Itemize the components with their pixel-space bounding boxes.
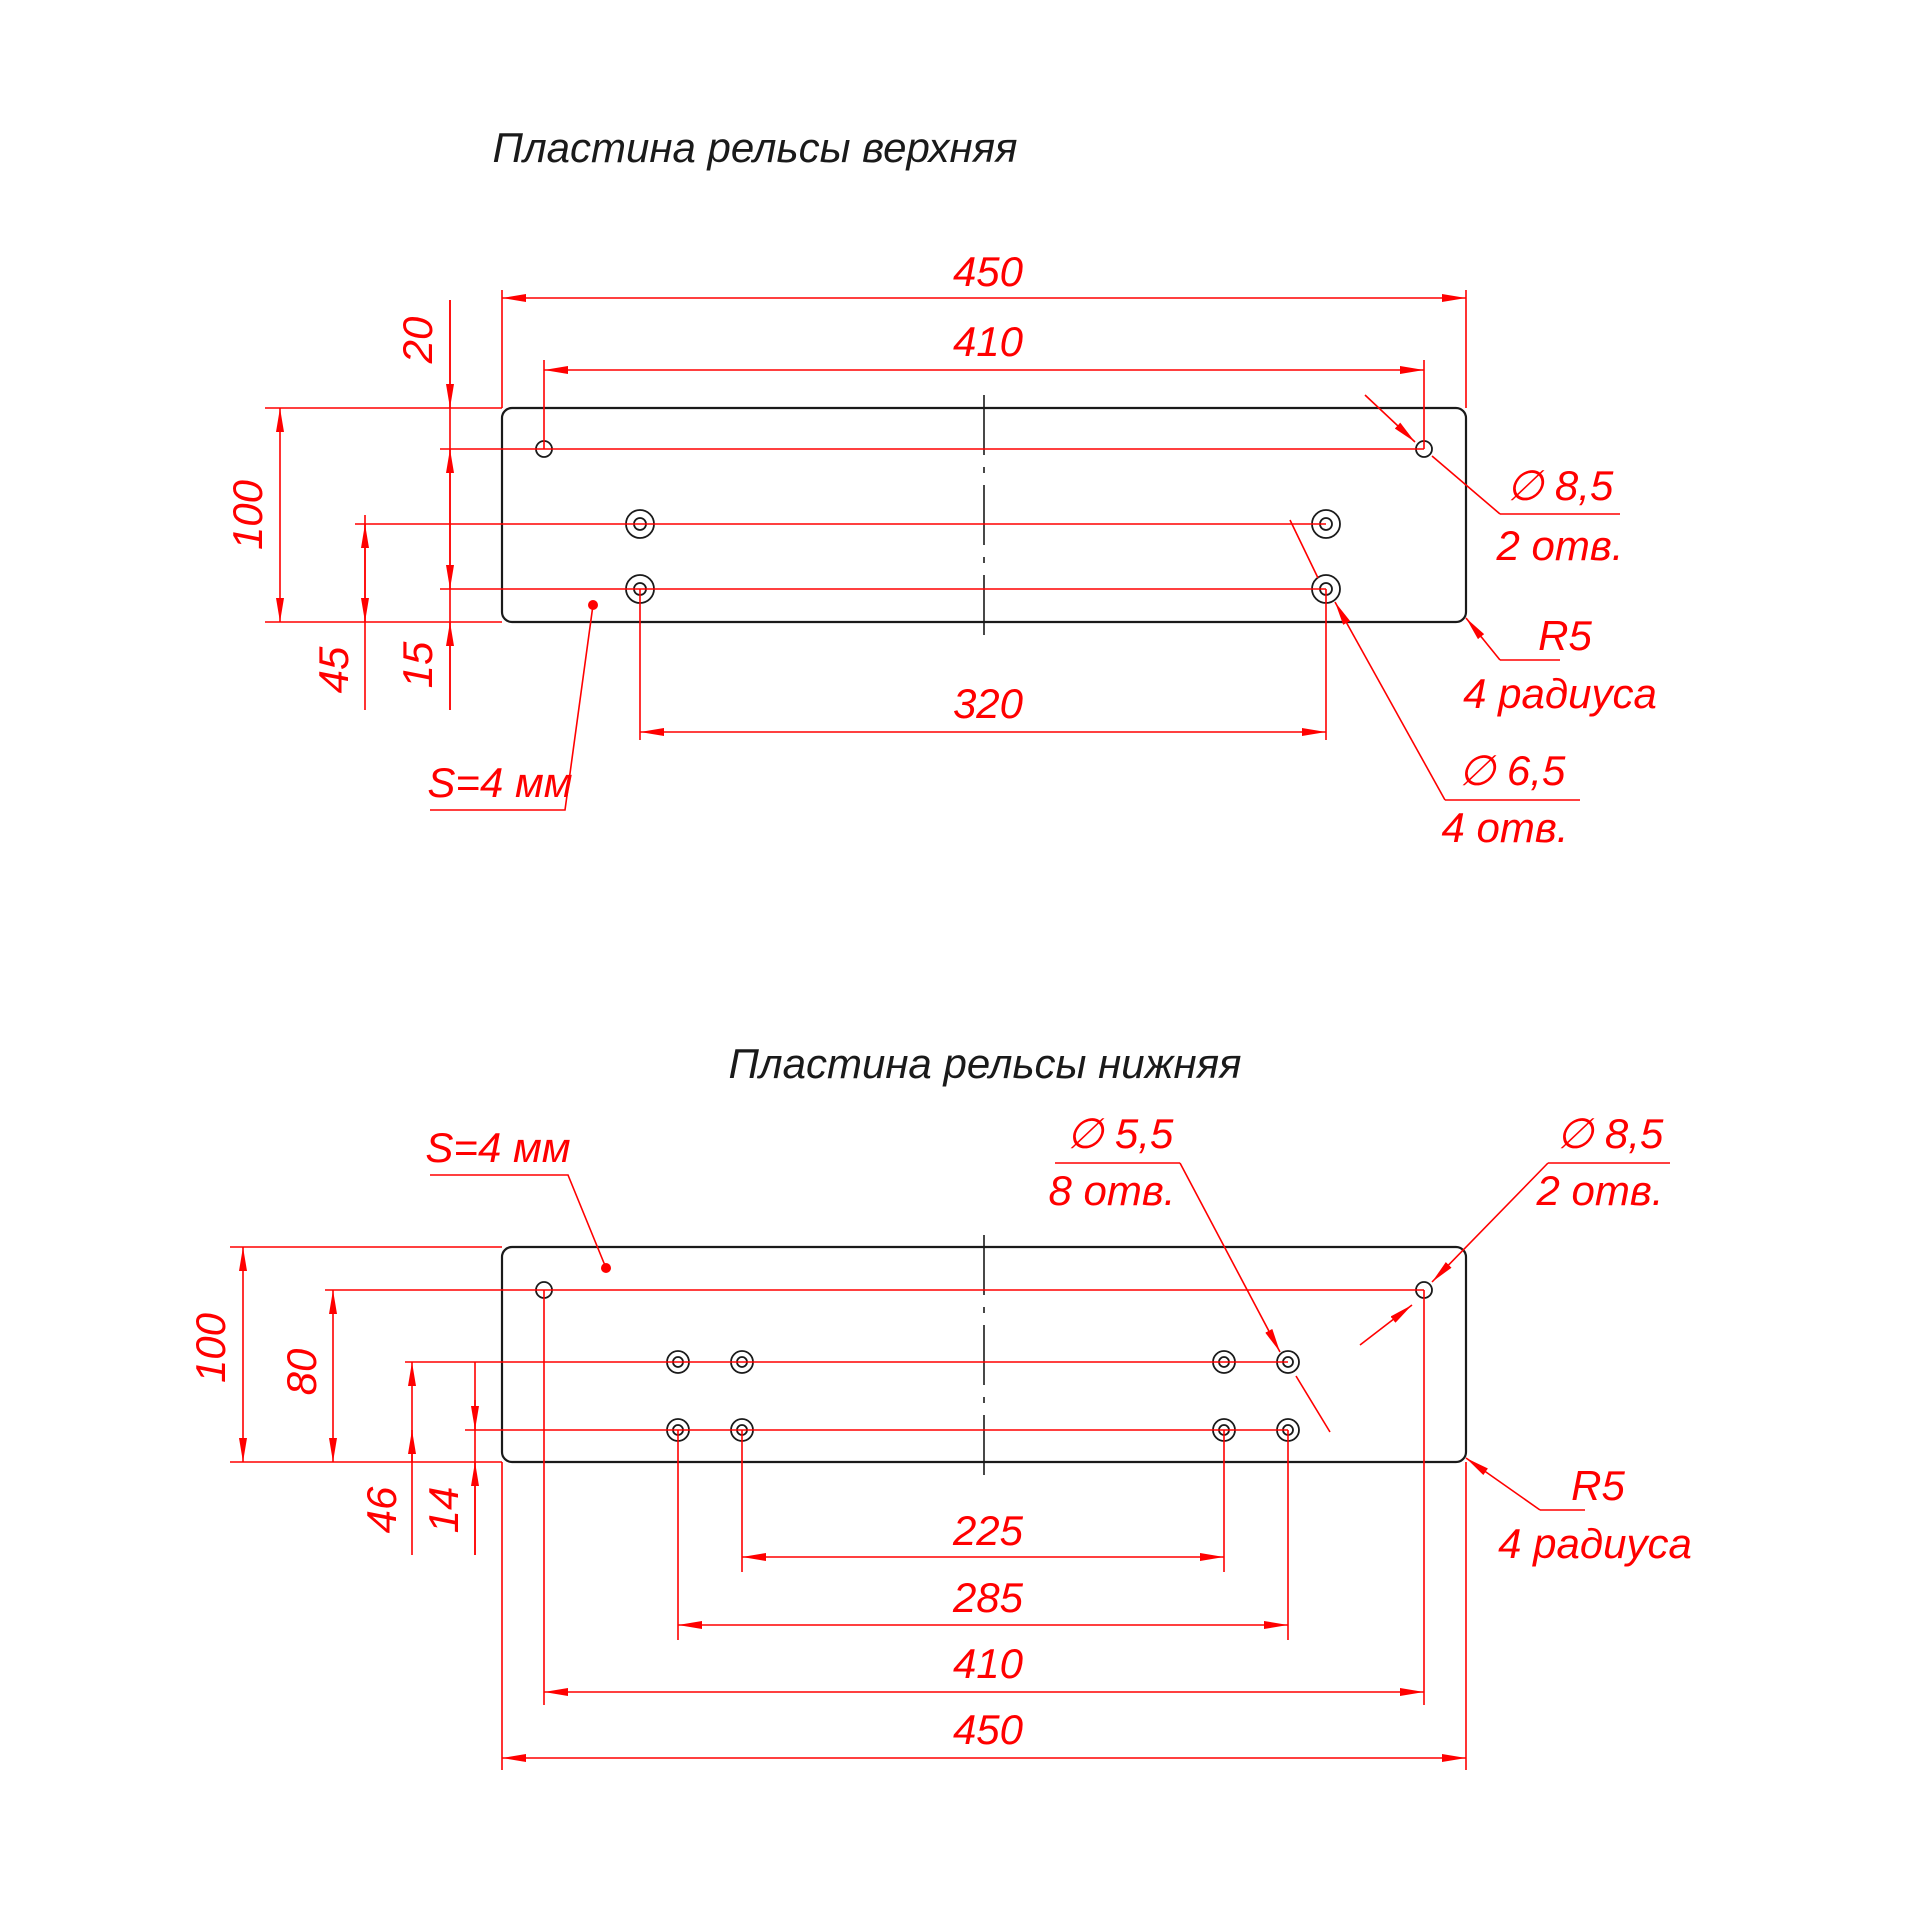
bottom-callout-8-5 [1359, 1162, 1670, 1346]
top-dim-100: 100 [224, 479, 271, 550]
bottom-big-hole-dia: ∅ 8,5 [1557, 1110, 1664, 1157]
bottom-big-hole-count: 2 отв. [1536, 1167, 1664, 1214]
bottom-callout-5-5 [1055, 1162, 1331, 1433]
bottom-dim-225: 225 [952, 1507, 1024, 1554]
bottom-dim-14: 14 [420, 1487, 467, 1534]
bottom-radius-count: 4 радиуса [1498, 1520, 1692, 1567]
top-plate: Пластина рельсы верхняя [224, 124, 1657, 851]
bottom-small-holes [666, 1350, 1300, 1442]
top-radius-count: 4 радиуса [1463, 670, 1657, 717]
top-dim-20: 20 [394, 316, 441, 364]
bottom-small-hole-count: 8 отв. [1049, 1167, 1176, 1214]
bottom-thickness-callout [430, 1174, 611, 1273]
bottom-dim-285: 285 [952, 1574, 1024, 1621]
bottom-dim-46: 46 [358, 1486, 405, 1533]
top-callout-8-5 [1364, 394, 1620, 515]
bottom-small-hole-dia: ∅ 5,5 [1067, 1110, 1174, 1157]
top-big-hole-count: 2 отв. [1496, 522, 1624, 569]
bottom-dim-80: 80 [278, 1348, 325, 1395]
top-callout-6-5 [1289, 519, 1580, 801]
bottom-dim-100: 100 [187, 1312, 234, 1383]
bottom-thickness: S=4 мм [425, 1124, 570, 1171]
top-dim-410: 410 [953, 318, 1024, 365]
bottom-plate: Пластина рельсы нижняя [187, 1040, 1692, 1770]
bottom-dim-450: 450 [953, 1706, 1024, 1753]
top-plate-title: Пластина рельсы верхняя [493, 124, 1018, 171]
top-big-hole-dia: ∅ 8,5 [1507, 462, 1614, 509]
top-small-hole-dia: ∅ 6,5 [1459, 747, 1566, 794]
top-thickness: S=4 мм [427, 759, 572, 806]
top-thickness-callout [430, 600, 598, 811]
bottom-plate-title: Пластина рельсы нижняя [729, 1040, 1242, 1087]
top-dim-15: 15 [394, 641, 441, 688]
top-radius: R5 [1538, 612, 1592, 659]
bottom-dim-410: 410 [953, 1640, 1024, 1687]
top-extension-lines [265, 290, 1467, 740]
top-dim-450: 450 [953, 248, 1024, 295]
top-small-hole-count: 4 отв. [1442, 804, 1569, 851]
bottom-radius: R5 [1571, 1462, 1625, 1509]
top-dim-45: 45 [310, 646, 357, 693]
top-dim-320: 320 [953, 680, 1024, 727]
bottom-callout-r5 [1465, 1457, 1585, 1511]
top-callout-r5 [1465, 617, 1560, 661]
